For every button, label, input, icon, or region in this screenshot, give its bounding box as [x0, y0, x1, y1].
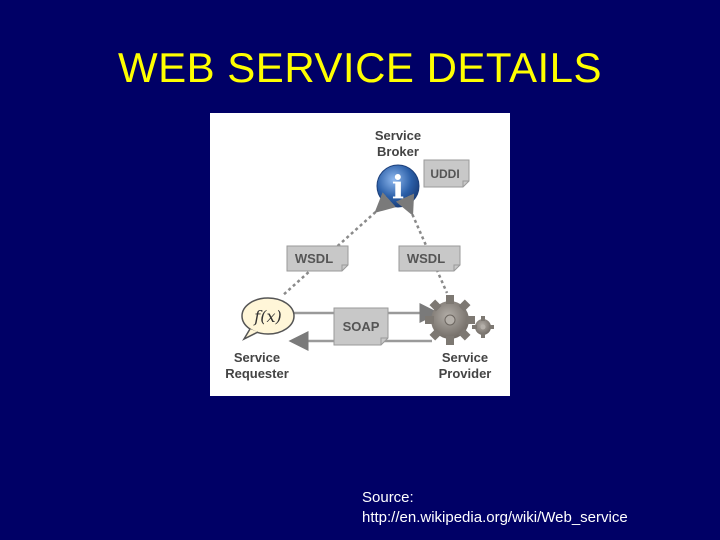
diagram-canvas: Service Broker i UDDI WSDL WSDL	[225, 128, 494, 381]
broker-label-line1: Service	[375, 128, 421, 143]
wsdl-right-document-icon: WSDL	[398, 245, 461, 272]
function-bubble-icon: f(x)	[241, 297, 295, 341]
provider-label-line1: Service	[442, 350, 488, 365]
requester-broker-arrow	[281, 192, 396, 297]
broker-label-line2: Broker	[377, 144, 419, 159]
wsdl-right-label: WSDL	[407, 251, 445, 266]
gears-icon	[425, 295, 494, 345]
requester-label-line2: Requester	[225, 366, 289, 381]
source-label: Source:	[362, 489, 414, 506]
requester-label-line1: Service	[234, 350, 280, 365]
wsdl-left-document-icon: WSDL	[286, 245, 349, 272]
provider-label-line2: Provider	[439, 366, 492, 381]
source-url: http://en.wikipedia.org/wiki/Web_service	[362, 509, 628, 526]
web-service-diagram: Service Broker i UDDI WSDL WSDL	[210, 113, 510, 396]
fx-label: f(x)	[253, 307, 281, 326]
info-icon: i	[376, 164, 420, 208]
uddi-document-icon: UDDI	[423, 159, 470, 188]
slide-title: WEB SERVICE DETAILS	[117, 44, 603, 91]
uddi-label: UDDI	[430, 167, 459, 181]
info-symbol: i	[392, 168, 404, 206]
soap-label: SOAP	[343, 319, 380, 334]
wsdl-left-label: WSDL	[295, 251, 333, 266]
source-citation: Source: http://en.wikipedia.org/wiki/Web…	[362, 488, 628, 528]
soap-document-icon: SOAP	[333, 307, 389, 346]
